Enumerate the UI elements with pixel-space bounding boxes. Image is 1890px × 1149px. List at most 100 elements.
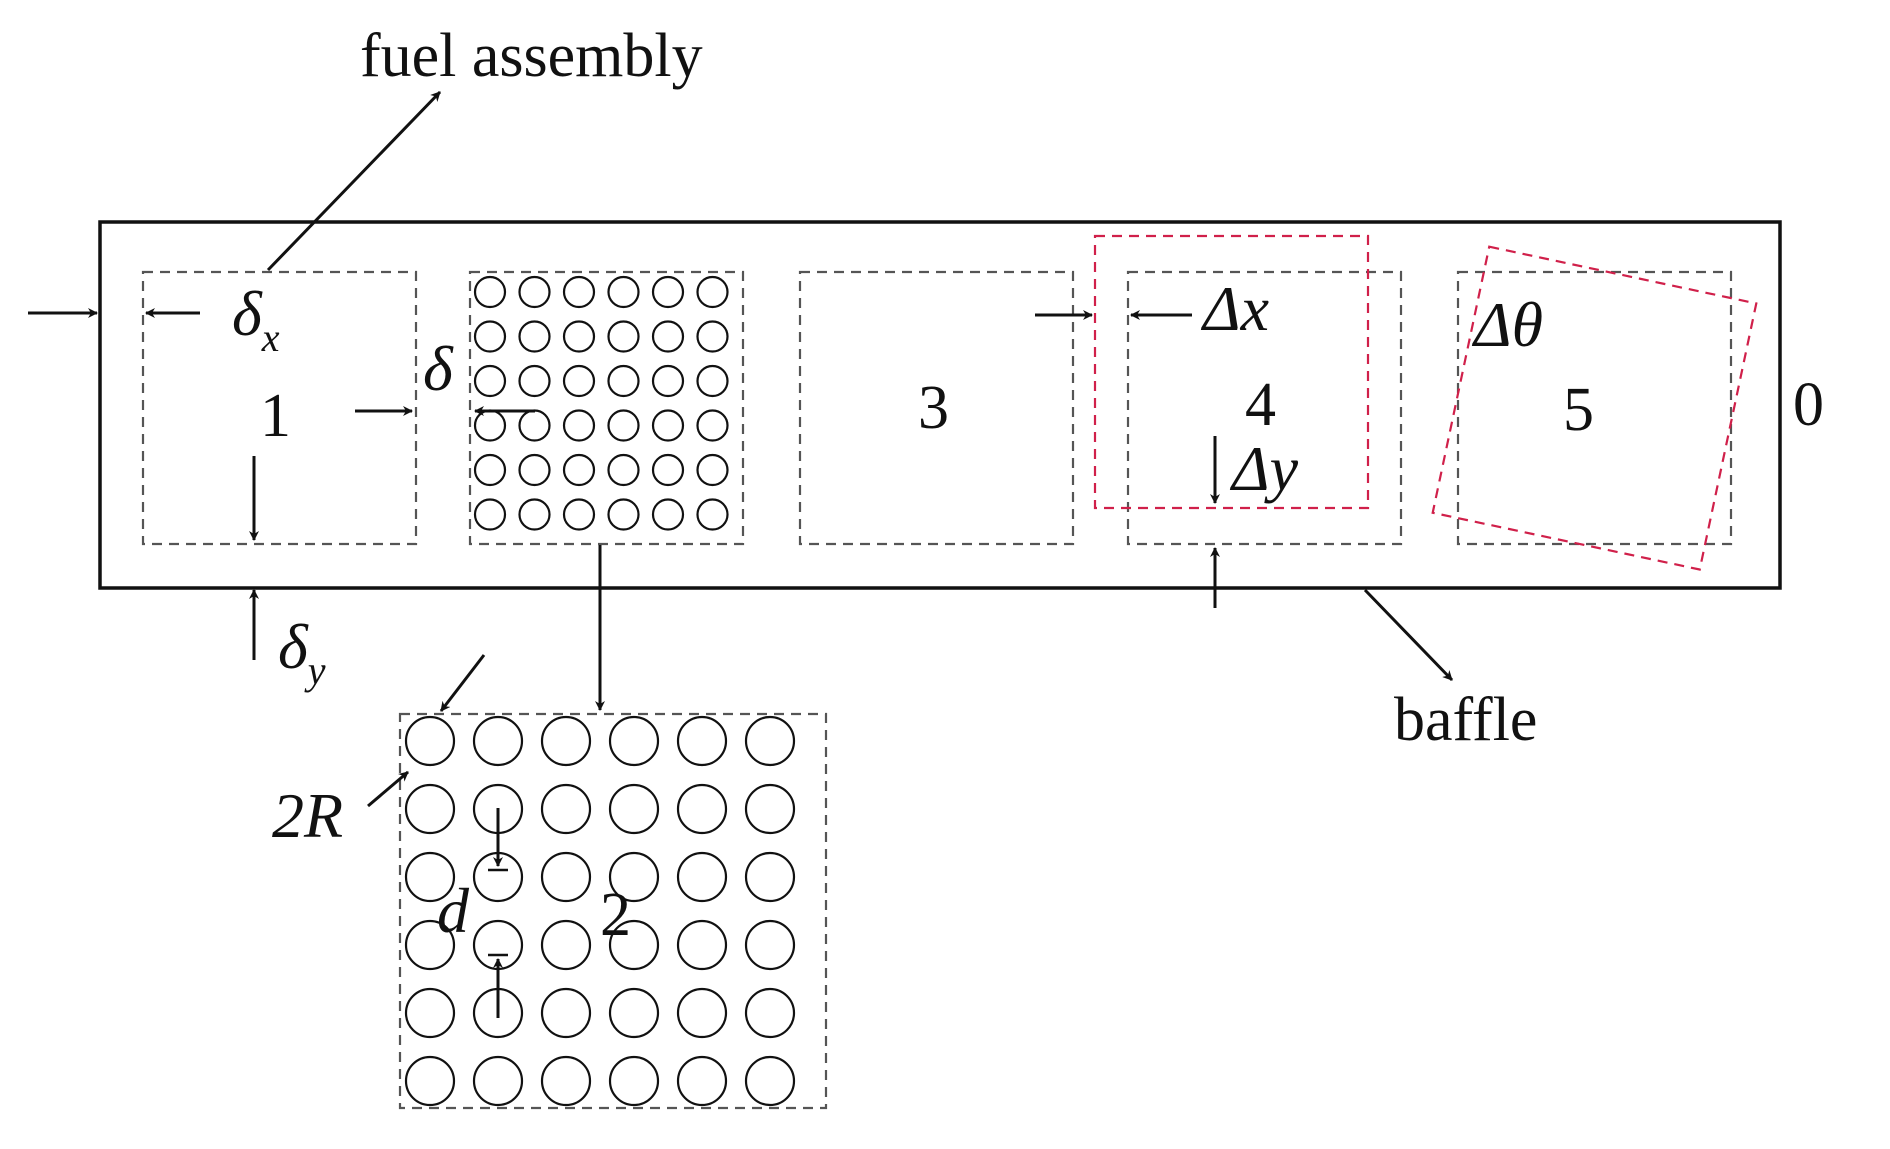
assembly-2-rod-grid xyxy=(473,275,729,531)
fuel-rod xyxy=(744,919,796,971)
fuel-rod xyxy=(607,275,640,309)
delta-x-symbol: δx xyxy=(232,278,280,360)
fuel-rod xyxy=(518,275,551,309)
fuel-assembly-arrow xyxy=(266,90,442,272)
fuel-rod xyxy=(473,498,507,531)
fuel-rod xyxy=(676,783,728,835)
Delta-theta-symbol: Δθ xyxy=(1471,289,1543,360)
fuel-rod xyxy=(518,364,551,398)
assembly-5-nominal-box xyxy=(1456,270,1733,546)
fuel-rod xyxy=(676,987,728,1039)
fuel-rod xyxy=(473,453,507,487)
fuel-rod xyxy=(540,851,592,903)
fuel-rod xyxy=(562,453,596,487)
fuel-rod xyxy=(696,498,729,531)
fuel-rod xyxy=(404,919,456,971)
assembly-2-enlarged-rod-grid xyxy=(404,715,796,1107)
assembly-4-displaced-box xyxy=(1093,234,1370,510)
fuel-rod xyxy=(744,783,796,835)
corner-arrow-top xyxy=(439,654,486,712)
fuel-rod xyxy=(608,851,660,903)
fuel-rod xyxy=(696,275,729,309)
fuel-rod xyxy=(540,919,592,971)
fuel-rod xyxy=(744,987,796,1039)
baffle-outline xyxy=(98,220,1782,590)
fuel-rod xyxy=(696,364,729,398)
d-symbol: d xyxy=(437,875,470,946)
fuel-rod xyxy=(472,1055,524,1107)
fuel-rod xyxy=(518,453,551,487)
fuel-rod xyxy=(562,364,596,398)
assembly-2-label: 2 xyxy=(600,881,631,949)
fuel-rod xyxy=(608,1055,660,1107)
fuel-rod xyxy=(562,320,596,353)
fuel-rod xyxy=(518,320,551,353)
fuel-rod xyxy=(744,1055,796,1107)
fuel-rod xyxy=(696,320,729,353)
fuel-rod xyxy=(607,364,640,398)
fuel-rod xyxy=(608,783,660,835)
fuel-rod xyxy=(607,409,640,442)
fuel-rod xyxy=(562,498,596,531)
assembly-3-label: 3 xyxy=(918,374,949,442)
fuel-rod xyxy=(562,409,596,442)
fuel-rod xyxy=(540,987,592,1039)
assembly-5-label: 5 xyxy=(1563,376,1594,444)
assembly-4-label: 4 xyxy=(1245,371,1276,439)
fuel-rod xyxy=(404,851,456,903)
corner-arrow-bottom xyxy=(367,770,409,808)
fuel-assembly-label: fuel assembly xyxy=(360,22,703,90)
fuel-rod xyxy=(607,320,640,353)
fuel-rod xyxy=(651,320,685,353)
delta-y-symbol: δy xyxy=(278,611,326,693)
fuel-rod xyxy=(562,275,596,309)
fuel-rod xyxy=(676,851,728,903)
fuel-rod xyxy=(651,275,685,309)
fuel-rod xyxy=(518,409,551,442)
assembly-1-box xyxy=(141,270,418,546)
fuel-rod xyxy=(607,453,640,487)
fuel-rod xyxy=(607,498,640,531)
fuel-rod xyxy=(473,364,507,398)
fuel-rod xyxy=(473,275,507,309)
fuel-rod xyxy=(744,851,796,903)
fuel-rod xyxy=(404,715,456,767)
fuel-rod xyxy=(676,1055,728,1107)
fuel-rod xyxy=(696,409,729,442)
fuel-rod xyxy=(404,987,456,1039)
fuel-rod xyxy=(676,715,728,767)
assembly-2-enlarged-box xyxy=(398,712,828,1110)
fuel-rod xyxy=(651,453,685,487)
fuel-rod xyxy=(404,1055,456,1107)
fuel-rod xyxy=(651,409,685,442)
fuel-rod xyxy=(404,783,456,835)
fuel-rod xyxy=(651,498,685,531)
fuel-rod xyxy=(651,364,685,398)
baffle-label: baffle xyxy=(1394,686,1537,754)
fuel-rod xyxy=(608,987,660,1039)
assembly-3-box xyxy=(798,270,1075,546)
fuel-rod xyxy=(540,1055,592,1107)
fuel-rod xyxy=(744,715,796,767)
assembly-1-label: 1 xyxy=(260,382,291,450)
Delta-y-symbol: Δy xyxy=(1229,433,1299,504)
two-R-symbol: 2R xyxy=(272,780,343,851)
fuel-rod xyxy=(608,919,660,971)
fuel-rod xyxy=(472,715,524,767)
assembly-2-box xyxy=(468,270,745,546)
fuel-rod xyxy=(473,320,507,353)
fuel-rod xyxy=(540,715,592,767)
fuel-rod xyxy=(518,498,551,531)
fuel-rod xyxy=(540,783,592,835)
region-0-label: 0 xyxy=(1793,371,1824,439)
delta-symbol: δ xyxy=(423,333,454,404)
fuel-rod xyxy=(473,409,507,442)
assembly-4-nominal-box xyxy=(1126,270,1403,546)
fuel-rod xyxy=(608,715,660,767)
Delta-x-symbol: Δx xyxy=(1200,273,1269,344)
baffle-arrow xyxy=(1363,588,1454,682)
fuel-rod xyxy=(696,453,729,487)
fuel-rod xyxy=(676,919,728,971)
